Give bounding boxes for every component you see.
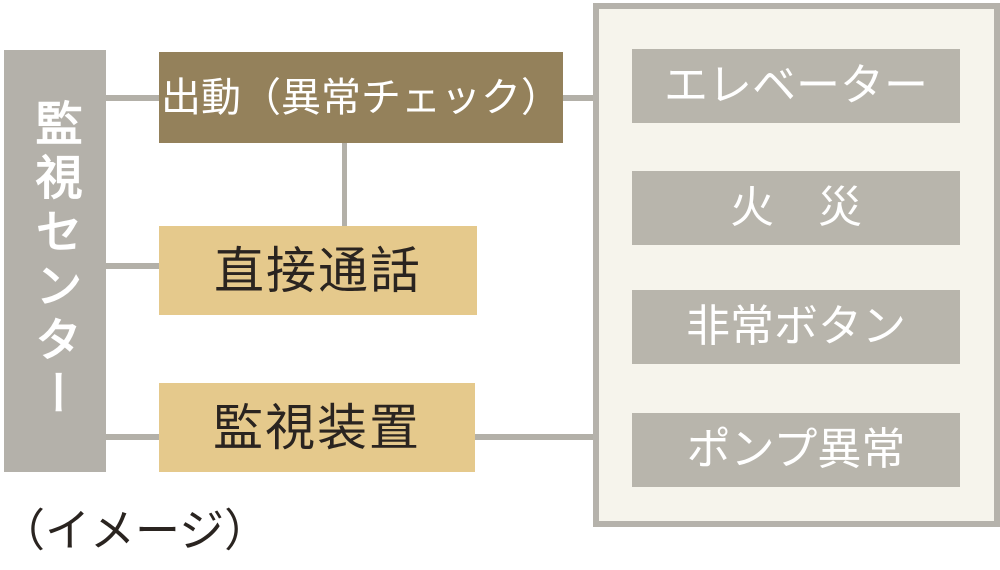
image-caption: （イメージ）: [0, 506, 270, 556]
alarm-item-fire: 火 災: [632, 171, 960, 245]
connector-center-to-monitoring-device: [106, 434, 159, 440]
direct-call-label: 直接通話: [214, 242, 422, 299]
alarm-item-pump-abnormality: ポンプ異常: [632, 413, 960, 487]
connector-center-to-direct-call: [106, 263, 159, 269]
alarm-item-pump-abnormality-label: ポンプ異常: [686, 425, 906, 474]
direct-call-box: 直接通話: [159, 226, 477, 315]
monitoring-device-box: 監視装置: [159, 383, 475, 472]
connector-center-to-dispatch: [106, 95, 159, 101]
dispatch-abnormality-check-box: 出動（異常チェック）: [159, 52, 563, 143]
connector-dispatch-to-panel: [563, 95, 593, 101]
alarm-item-emergency-button-label: 非常ボタン: [686, 302, 906, 351]
alarm-item-elevator-label: エレベーター: [664, 61, 928, 110]
alarm-item-fire-label: 火 災: [730, 183, 862, 232]
alarm-item-emergency-button: 非常ボタン: [632, 290, 960, 364]
dispatch-label: 出動（異常チェック）: [161, 74, 561, 120]
monitoring-center-label: 監視センター: [28, 99, 82, 423]
connector-dispatch-to-direct-call: [342, 143, 347, 226]
alarm-item-elevator: エレベーター: [632, 49, 960, 123]
alarm-sources-panel: エレベーター 火 災 非常ボタン ポンプ異常: [593, 3, 1000, 527]
monitoring-center-box: 監視センター: [4, 50, 106, 472]
connector-monitoring-device-to-panel: [475, 434, 593, 440]
monitoring-device-label: 監視装置: [213, 399, 421, 456]
